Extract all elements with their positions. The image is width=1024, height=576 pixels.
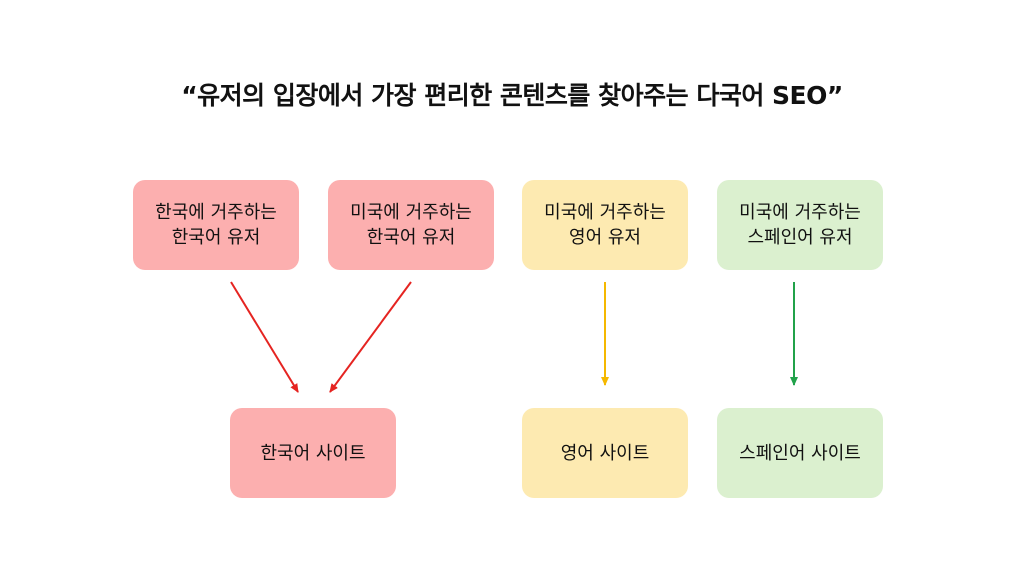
- site-box-spanish: 스페인어 사이트: [717, 408, 883, 498]
- user-label: 한국에 거주하는 한국어 유저: [155, 202, 277, 248]
- user-label: 미국에 거주하는 스페인어 유저: [739, 202, 861, 248]
- arrow-korea-korean-to-korean-site: [230, 281, 299, 393]
- user-box-us-spanish: 미국에 거주하는 스페인어 유저: [717, 180, 883, 270]
- site-label: 영어 사이트: [560, 442, 650, 464]
- site-box-korean: 한국어 사이트: [230, 408, 396, 498]
- user-box-korea-korean: 한국에 거주하는 한국어 유저: [133, 180, 299, 270]
- slide-title: “유저의 입장에서 가장 편리한 콘텐츠를 찾아주는 다국어 SEO”: [181, 81, 843, 110]
- user-box-us-korean: 미국에 거주하는 한국어 유저: [328, 180, 494, 270]
- site-label: 한국어 사이트: [260, 442, 366, 464]
- site-label: 스페인어 사이트: [739, 442, 861, 464]
- user-label: 미국에 거주하는 영어 유저: [544, 202, 666, 248]
- user-box-us-english: 미국에 거주하는 영어 유저: [522, 180, 688, 270]
- user-label: 미국에 거주하는 한국어 유저: [350, 202, 472, 248]
- arrow-us-korean-to-korean-site: [329, 281, 412, 393]
- site-box-english: 영어 사이트: [522, 408, 688, 498]
